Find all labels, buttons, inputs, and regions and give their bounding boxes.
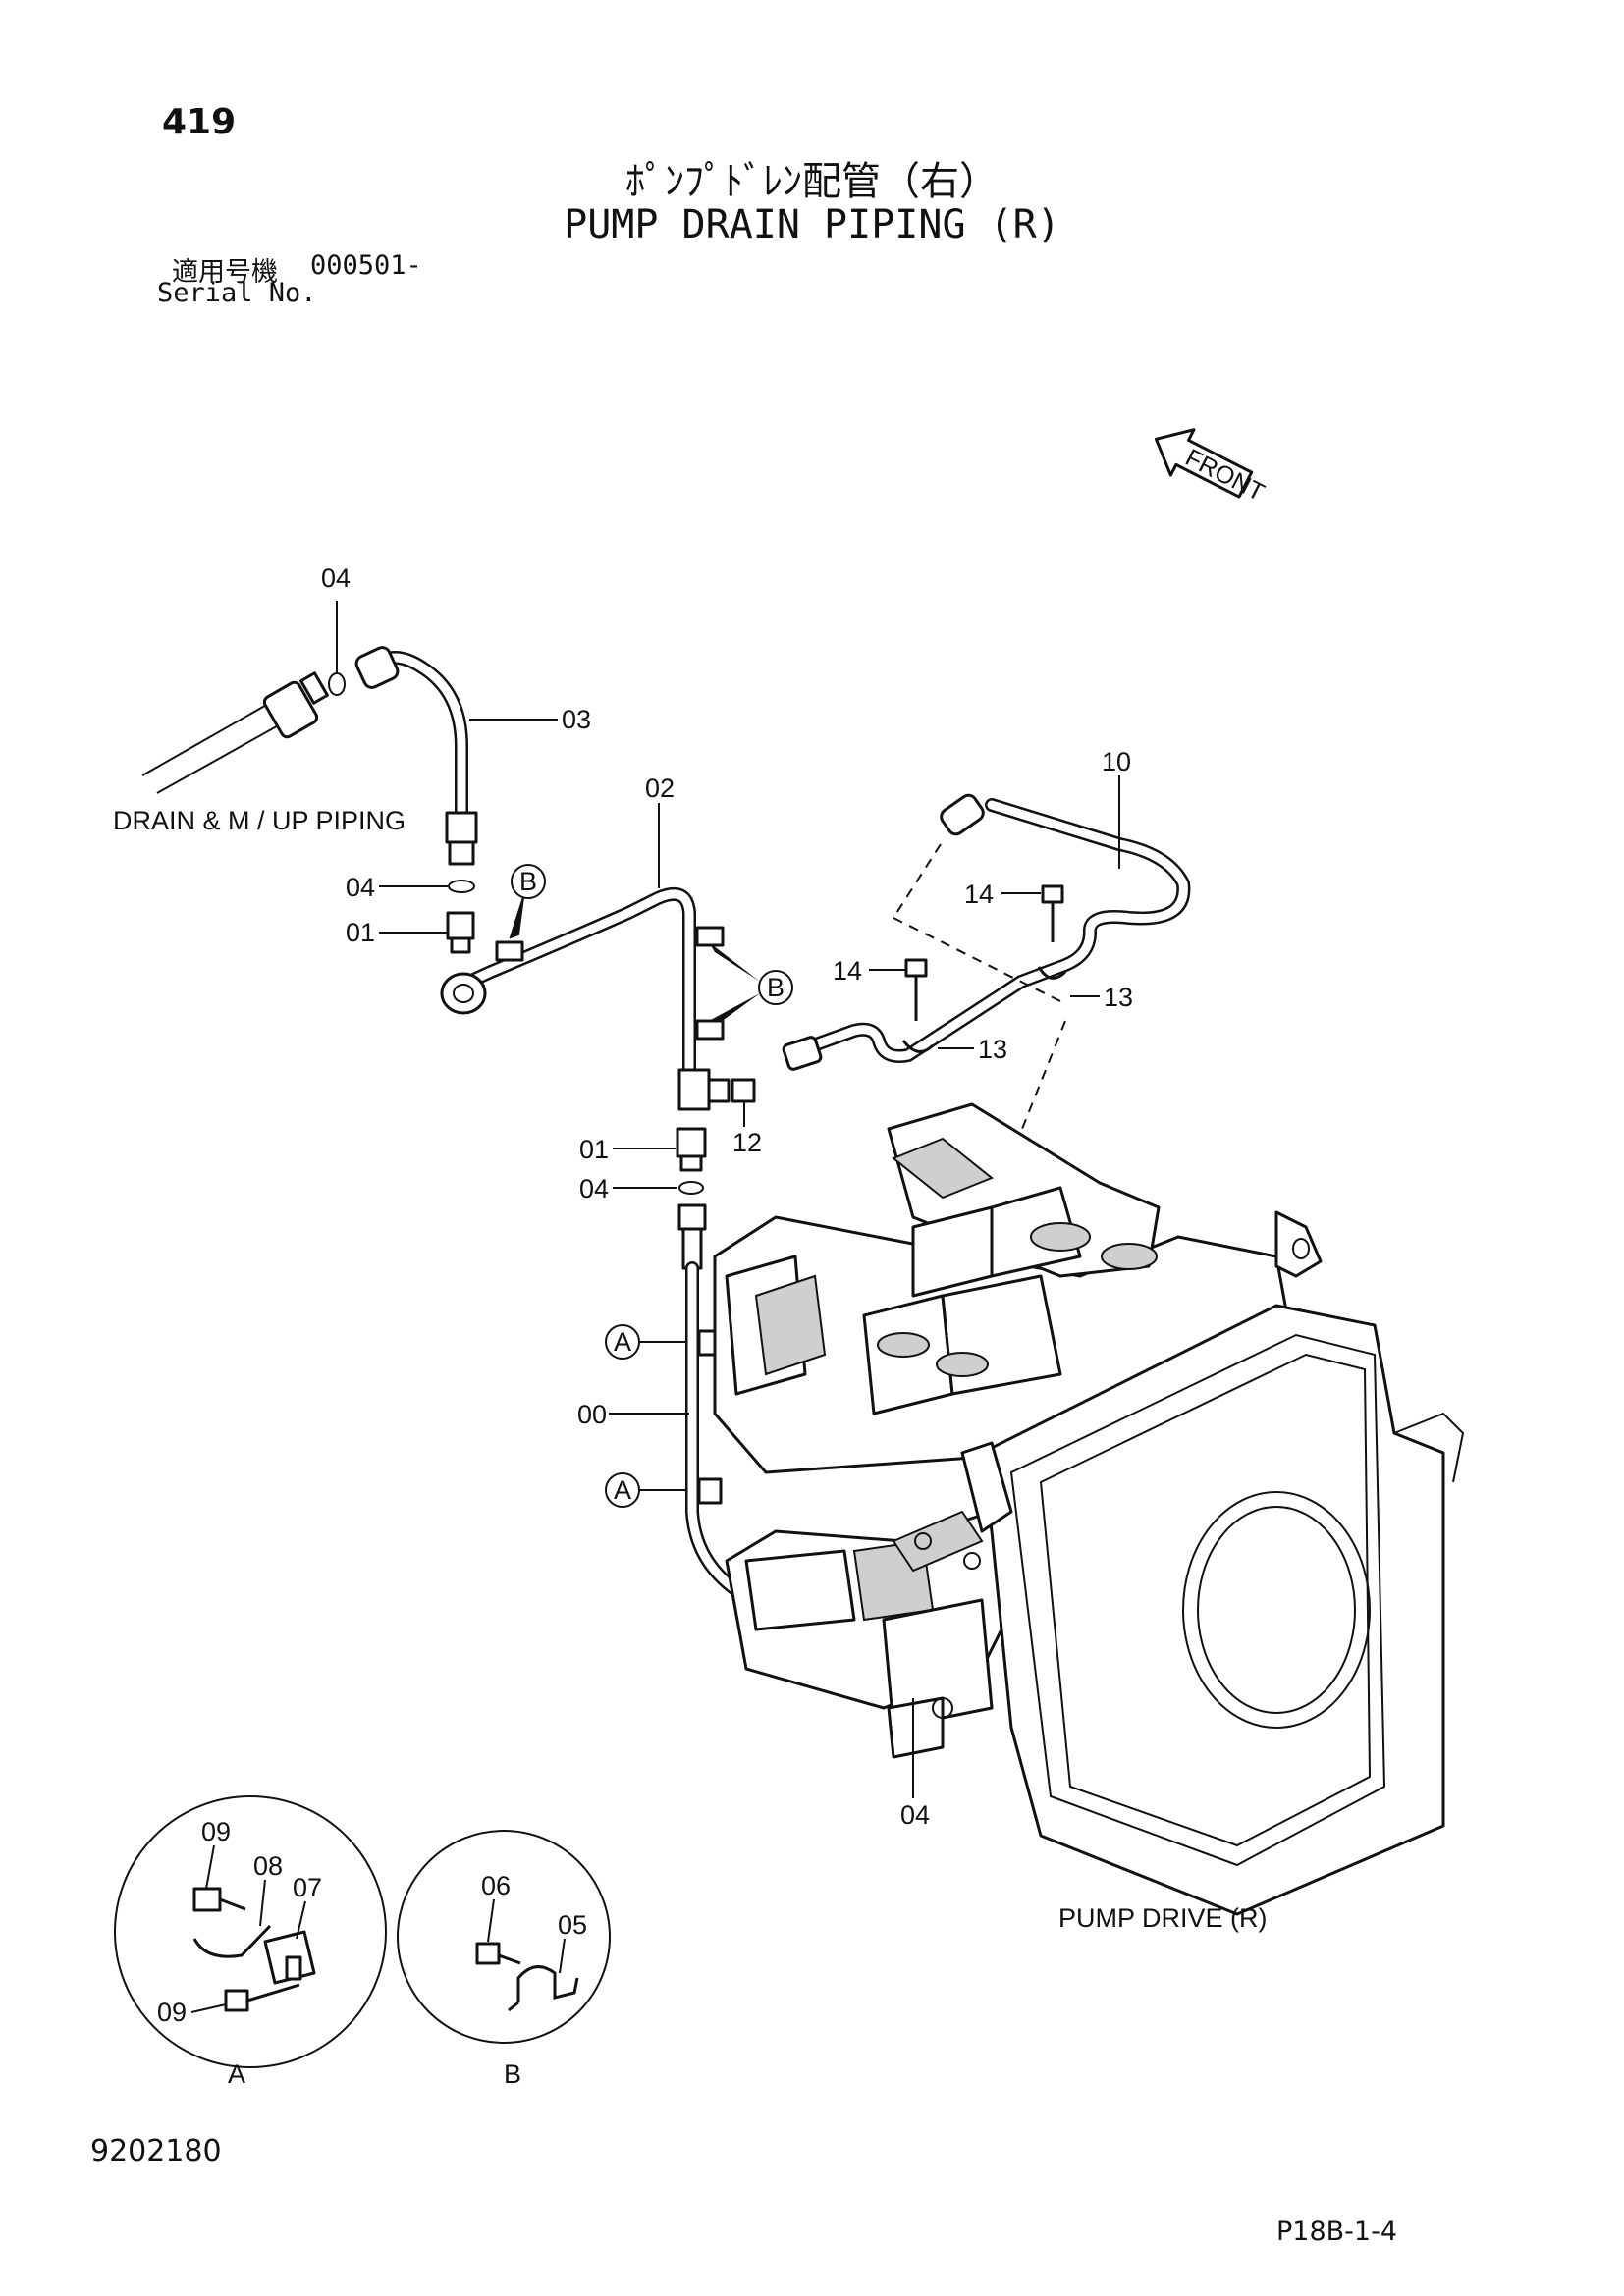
- title-japanese: ﾎﾟﾝﾌﾟﾄﾞﾚﾝ配管（右）: [625, 159, 999, 204]
- marker-b1-label: B: [519, 867, 537, 896]
- detail-a-callout-09-bottom: 09: [157, 1998, 187, 2027]
- pipe-02: [440, 887, 731, 1111]
- o-ring-04-mid: [678, 1181, 704, 1195]
- pump-drive-label: PUMP DRIVE (R): [1058, 1903, 1268, 1933]
- detail-a-callout-09-top: 09: [201, 1817, 231, 1846]
- callout-04-mid: 04: [579, 1174, 609, 1203]
- detail-a-callout-08: 08: [253, 1851, 283, 1881]
- callout-04-left: 04: [346, 873, 375, 902]
- hose-03: [354, 646, 478, 866]
- callout-03: 03: [562, 705, 591, 734]
- callout-01-left: 01: [346, 918, 375, 947]
- callout-02: 02: [645, 774, 675, 803]
- callout-12: 12: [732, 1128, 762, 1157]
- o-ring-04-left: [448, 880, 475, 893]
- marker-b2: [758, 970, 793, 1005]
- drain-mup-piping: [141, 671, 329, 794]
- bolt-14-upper: [1041, 884, 1064, 942]
- callout-10: 10: [1102, 747, 1131, 776]
- callout-04-bottom: 04: [900, 1800, 930, 1830]
- title-english: PUMP DRAIN PIPING (R): [564, 202, 1060, 247]
- pump-drive-assembly: [713, 1102, 1465, 1916]
- callout-14-lower: 14: [833, 956, 862, 986]
- clamp-b-pipe02: [495, 940, 524, 962]
- callout-13-upper: 13: [1104, 983, 1133, 1012]
- front-arrow-icon: FRONT: [1154, 428, 1269, 507]
- callout-13-lower: 13: [978, 1035, 1007, 1064]
- pipe-10: [782, 793, 1191, 1071]
- marker-b2-label: B: [767, 973, 785, 1002]
- page-number: 419: [162, 102, 237, 142]
- detail-a-marker: A: [228, 2059, 245, 2089]
- detail-b-callout-05: 05: [558, 1910, 587, 1940]
- fitting-12: [731, 1078, 756, 1103]
- detail-a: [114, 1795, 387, 2068]
- detail-a-callout-07: 07: [293, 1873, 322, 1902]
- detail-b-marker: B: [504, 2059, 521, 2089]
- fitting-01-mid: [676, 1127, 707, 1158]
- page-code: P18B-1-4: [1276, 2216, 1398, 2247]
- clamp-13-lower: [901, 1040, 935, 1053]
- drain-piping-label: DRAIN & M / UP PIPING: [113, 806, 406, 835]
- marker-a1-label: A: [614, 1327, 631, 1357]
- callout-00: 00: [577, 1400, 607, 1429]
- o-ring-04-top: [328, 672, 346, 696]
- detail-b: [397, 1830, 611, 2044]
- marker-b1: [511, 864, 546, 899]
- bolt-14-lower: [904, 958, 928, 1021]
- clamp-13-upper: [1037, 966, 1067, 980]
- callout-01-mid: 01: [579, 1135, 609, 1164]
- serial-label-english: Serial No.: [157, 278, 317, 308]
- marker-a2-label: A: [614, 1475, 631, 1505]
- fitting-01-left: [446, 911, 475, 940]
- serial-label-japanese: 適用号機: [172, 257, 278, 288]
- callout-14-upper: 14: [964, 880, 994, 909]
- document-number: 9202180: [90, 2134, 222, 2168]
- callout-04-top: 04: [321, 563, 351, 593]
- detail-b-callout-06: 06: [481, 1871, 511, 1900]
- serial-value: 000501-: [310, 250, 422, 281]
